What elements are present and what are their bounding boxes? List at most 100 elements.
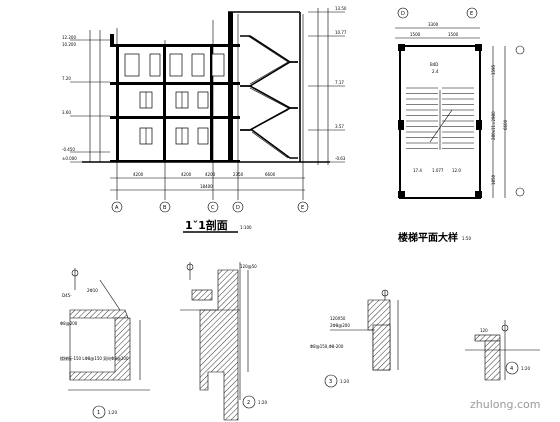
plan-right-dim-text-3: 1850 [491, 174, 496, 185]
plan-column-2 [475, 44, 482, 51]
section-title: 1ˇ1剖面 [185, 218, 228, 232]
floor-slab-2 [110, 116, 240, 119]
d1-wall [69, 317, 131, 381]
d3-axis-bubble [381, 289, 389, 297]
detail-3: 120X50 2Φ8@200 Φ8@150,Φ8-200 3 1:20 [310, 289, 399, 388]
stair-wall [228, 12, 233, 162]
d4-axis-bubble [501, 324, 509, 332]
d3-note-2: 2Φ8@200 [330, 323, 350, 328]
d2-scale: 1:20 [258, 400, 267, 405]
plan-right-dim-text-1: 1595 [491, 64, 496, 75]
plan-column-4 [475, 191, 482, 198]
column-c [210, 44, 213, 162]
plan-column-1 [398, 44, 405, 51]
column-b [163, 44, 166, 162]
section-1-1: 12.200 10.200 7.20 3.60 -0.450 ±0.000 13… [62, 6, 347, 233]
level-label-3: 7.20 [62, 76, 71, 81]
d2-number: 2 [247, 400, 250, 406]
d1-leader-1 [99, 279, 121, 311]
right-level-markers: 13.50 10.77 7.17 3.57 -0.63 [308, 6, 347, 165]
roof-slab [110, 44, 240, 47]
windows-floor-3 [124, 53, 225, 77]
plan-label-2: 2.4 [432, 69, 439, 74]
dim-2: 4200 [181, 172, 192, 177]
d3-scale: 1:20 [340, 379, 349, 384]
detail-1: D45- 2Φ10 Φ8@200 楼梯板-150 LΦ8@150 双向Φ8@20… [60, 268, 150, 419]
ground-slab [110, 160, 240, 162]
plan-top-dim-3: 1500 [448, 32, 459, 37]
plan-right-bubble-1 [515, 45, 525, 55]
d4-beam [474, 334, 501, 342]
d1-scale: 1:20 [108, 410, 117, 415]
dim-3: 4200 [205, 172, 216, 177]
axis-c-label: C [211, 205, 215, 211]
plan-column-6 [476, 120, 482, 130]
d1-number-circle [92, 405, 106, 419]
d4-wall [484, 340, 501, 381]
d1-number: 1 [97, 410, 100, 416]
level-label-1: 12.200 [62, 35, 76, 40]
stair-plan: D E 3300 1500 1500 B4D 2.4 1.077 17.4 12… [395, 7, 525, 244]
windows-floor-2 [139, 91, 209, 109]
plan-top-dim-2: 1500 [410, 32, 421, 37]
d2-axis-bubble [186, 263, 194, 271]
plan-axis-e: E [470, 11, 473, 17]
column-a [116, 44, 119, 162]
plan-label-4: 17.4 [413, 168, 422, 173]
plan-column-5 [398, 120, 404, 130]
axis-bubbles: A B C D E [111, 201, 309, 213]
level-label-6: ±0.000 [62, 156, 77, 161]
dim-5: 6600 [265, 172, 276, 177]
plan-title: 楼梯平面大样 [398, 231, 458, 244]
plan-right-dim-text-2: 280x11=2980 [491, 111, 496, 140]
plan-axis-bubble-e [466, 7, 478, 19]
detail-4: 120 4 1:20 [465, 320, 540, 381]
level-label-5: -0.450 [62, 147, 75, 152]
plan-right-dim-text-4: 6600 [503, 119, 508, 130]
section-scale: 1:100 [240, 225, 252, 230]
d1-note-3: Φ8@200 [60, 321, 78, 326]
dim-total: 18400 [200, 184, 213, 189]
bottom-dimensions: 4200 4200 4200 2350 6600 18400 [110, 172, 305, 191]
d3-note-3: Φ8@150,Φ8-200 [310, 344, 344, 349]
plan-scale: 1:50 [462, 236, 471, 241]
plan-label-3: 1.077 [432, 168, 444, 173]
d2-ledge [191, 289, 213, 301]
left-level-markers: 12.200 10.200 7.20 3.60 -0.450 ±0.000 [62, 30, 110, 163]
plan-axis-d: D [401, 11, 405, 17]
plan-column-3 [398, 191, 405, 198]
right-level-2: 10.77 [335, 30, 347, 35]
stair-flights [240, 35, 298, 159]
d4-note-1: 120 [480, 328, 488, 333]
axis-b-label: B [163, 205, 167, 211]
axis-a-label: A [115, 205, 119, 211]
right-level-4: 3.57 [335, 124, 344, 129]
level-label-4: 3.60 [62, 110, 71, 115]
axis-d-label: D [236, 205, 240, 211]
watermark: zhulong.com [470, 398, 540, 411]
d2-note-1: 120@50 [240, 264, 257, 269]
d4-number-circle [505, 361, 519, 375]
plan-break-line [429, 109, 453, 143]
d3-column [372, 324, 391, 371]
detail-2: 120@50 2 1:20 [180, 262, 267, 421]
plan-treads [406, 87, 474, 149]
windows-floor-1 [139, 127, 209, 145]
d2-number-circle [242, 395, 256, 409]
right-level-1: 13.50 [335, 6, 347, 11]
d3-number: 3 [329, 379, 332, 385]
plan-axis-bubble-d [397, 7, 409, 19]
d4-scale: 1:20 [521, 366, 530, 371]
d1-slab [69, 309, 129, 319]
d1-note-2: 2Φ10 [87, 288, 98, 293]
plan-label-1: B4D [430, 62, 438, 67]
right-level-5: -0.63 [335, 156, 346, 161]
d1-bottom-note: 楼梯板-150 LΦ8@150 双向Φ8@200 [60, 355, 129, 361]
plan-label-5: 12.0 [452, 168, 461, 173]
axis-e-label: E [301, 205, 304, 211]
level-label-2: 10.200 [62, 42, 76, 47]
d1-note-1: D45- [62, 293, 72, 298]
dim-1: 4200 [133, 172, 144, 177]
right-level-3: 7.17 [335, 80, 344, 85]
